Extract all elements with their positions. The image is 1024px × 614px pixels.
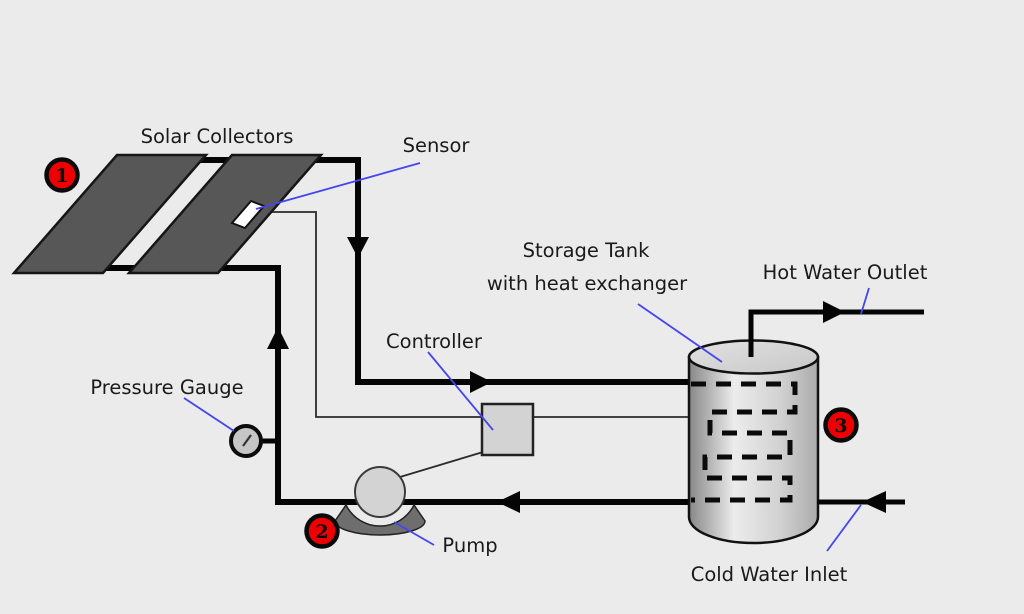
badge-3-number: 3 <box>834 415 847 437</box>
controller-label: Controller <box>386 330 483 353</box>
flow-down-arrow-icon <box>347 237 369 258</box>
hot-water-outlet-label: Hot Water Outlet <box>763 261 928 284</box>
gauge-pointer-line <box>183 397 235 432</box>
badge-1: 1 <box>44 157 80 193</box>
gauge-needle <box>242 434 252 447</box>
badge-2-number: 2 <box>315 521 328 543</box>
hot-water-outlet-pipe <box>748 309 924 357</box>
badge-1-number: 1 <box>55 165 68 187</box>
pump-impeller <box>354 466 406 518</box>
collector-sensor-wire <box>260 211 482 418</box>
pump <box>334 466 426 536</box>
flow-right-arrow-icon <box>470 371 492 393</box>
collector-sensor-patch <box>230 199 266 230</box>
sensor-label: Sensor <box>403 134 471 157</box>
flow-left-arrow-icon <box>497 491 520 513</box>
hot-outlet-pointer-line <box>860 287 870 315</box>
pressure-gauge-label: Pressure Gauge <box>90 376 243 399</box>
pump-label: Pump <box>442 534 497 557</box>
cold-inlet-arrow-icon <box>862 491 886 513</box>
controller-pointer-line <box>427 351 494 431</box>
hot-outlet-arrow-icon <box>823 301 845 323</box>
collector-panel-2 <box>126 153 324 275</box>
label-pointers <box>183 162 870 552</box>
storage-tank-label-line1: Storage Tank <box>523 239 650 262</box>
cold-water-inlet-label: Cold Water Inlet <box>691 563 848 586</box>
heat-exchanger-coil <box>691 381 798 503</box>
badge-2-circle <box>304 513 340 549</box>
tank-body <box>687 355 820 545</box>
controller-box <box>480 402 535 457</box>
pressure-gauge <box>229 424 263 458</box>
storage-tank-label-line2: with heat exchanger <box>487 272 688 295</box>
solar-collectors <box>11 153 324 275</box>
controller-pump-wire <box>399 451 484 478</box>
pump-pointer-line <box>393 521 435 546</box>
sensor-pointer-line <box>255 162 421 210</box>
badge-3: 3 <box>823 407 859 443</box>
badge-2: 2 <box>304 513 340 549</box>
collector-panel-1 <box>11 153 209 275</box>
storage-tank <box>687 339 820 545</box>
badge-1-circle <box>44 157 80 193</box>
badge-3-circle <box>823 407 859 443</box>
solar-collectors-label: Solar Collectors <box>141 125 294 148</box>
cold-inlet-pointer-line <box>826 504 862 552</box>
flow-up-arrow-icon <box>267 327 289 349</box>
tank-pointer-line <box>637 303 723 363</box>
